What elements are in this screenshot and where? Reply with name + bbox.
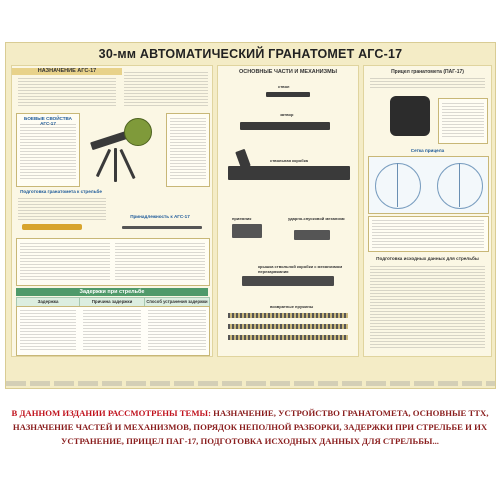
receiver-label: ствольная коробка <box>270 158 308 163</box>
fault-text <box>20 310 76 352</box>
springs-label: возвратные пружины <box>270 304 314 309</box>
prep-text <box>18 198 106 222</box>
sight-text <box>370 78 485 88</box>
load-procedure-box <box>16 238 210 286</box>
cause-text <box>83 310 141 352</box>
fault-col-3: Способ устранения задержки <box>146 299 208 304</box>
ammo-belt <box>228 313 348 318</box>
launcher-illustration <box>82 118 162 184</box>
spec-text <box>170 118 206 180</box>
tripod-leg <box>95 148 112 178</box>
sight-specs-text <box>442 103 484 139</box>
barrel-label: ствол <box>278 84 290 89</box>
right-column: Прицел гранатомета (ПАГ-17) Сетка прицел… <box>363 65 492 357</box>
purpose-text <box>18 78 116 108</box>
tripod-leg <box>119 148 136 180</box>
sight-specs-box <box>438 98 488 144</box>
faults-table <box>16 306 210 356</box>
fault-col-2: Причина задержки <box>91 299 133 304</box>
feeder-part <box>232 224 262 238</box>
prep-data-text <box>370 266 485 350</box>
poster-title: 30-мм АВТОМАТИЧЕСКИЙ ГРАНАТОМЕТ АГС-17 <box>98 47 403 61</box>
reticle-right <box>437 163 483 209</box>
cover-label: крышка ствольной коробки с механизмом пе… <box>258 264 343 274</box>
accessory-rod <box>122 226 202 229</box>
prep-heading: Подготовка гранатомета к стрельбе <box>20 189 102 194</box>
ammo-drum <box>124 118 152 146</box>
remedy-text <box>148 310 206 352</box>
load-text-right <box>115 243 205 281</box>
reticle-crosshair <box>397 163 398 207</box>
purpose-header-bar <box>12 68 122 75</box>
purpose-text-right <box>124 72 208 108</box>
reticle-crosshair <box>459 163 460 207</box>
prep-data-heading: Подготовка исходных данных для стрельбы <box>376 256 479 261</box>
grenade-round-image <box>22 224 82 230</box>
trigger-mechanism-part <box>294 230 330 240</box>
caption-text: НАЗНАЧЕНИЕ, УСТРОЙСТВО ГРАНАТОМЕТА, ОСНО… <box>12 408 489 446</box>
load-text-left <box>20 243 110 281</box>
purpose-heading: НАЗНАЧЕНИЕ АГС-17 <box>37 68 97 74</box>
poster-footer <box>6 381 495 386</box>
fault-col-1: Задержка <box>37 299 59 304</box>
middle-column: ОСНОВНЫЕ ЧАСТИ И МЕХАНИЗМЫ ствол затвор … <box>217 65 359 357</box>
sight-heading: Прицел гранатомета (ПАГ-17) <box>391 69 464 75</box>
receiver-cover-part <box>242 276 334 286</box>
ammo-belt <box>228 324 348 329</box>
caption: В ДАННОМ ИЗДАНИИ РАССМОТРЕНЫ ТЕМЫ: НАЗНА… <box>10 406 490 448</box>
reticle-box <box>368 156 489 214</box>
poster: 30-мм АВТОМАТИЧЕСКИЙ ГРАНАТОМЕТ АГС-17 Н… <box>5 42 496 389</box>
combat-heading: БОЕВЫЕ СВОЙСТВА АГС-17 <box>24 116 72 126</box>
caption-lead: В ДАННОМ ИЗДАНИИ РАССМОТРЕНЫ ТЕМЫ: <box>11 408 211 418</box>
left-column: НАЗНАЧЕНИЕ АГС-17 БОЕВЫЕ СВОЙСТВА АГС-17… <box>11 65 213 357</box>
tables-text <box>372 220 484 248</box>
faults-heading: Задержки при стрельбе <box>16 288 208 296</box>
reticle-heading: Сетка прицела <box>410 148 445 153</box>
sight-device-image <box>390 96 430 136</box>
spec-box <box>166 113 210 187</box>
combat-text <box>20 124 76 180</box>
barrel-part <box>266 92 310 97</box>
combat-properties-box: БОЕВЫЕ СВОЙСТВА АГС-17 <box>16 113 80 187</box>
bolt-label: затвор <box>280 112 294 117</box>
ammo-belt <box>228 335 348 340</box>
parts-heading: ОСНОВНЫЕ ЧАСТИ И МЕХАНИЗМЫ <box>238 69 338 75</box>
tables-box <box>368 216 489 252</box>
receiver-part <box>228 166 350 180</box>
trigger-label: ударно-спусковой механизм <box>288 216 345 221</box>
tripod-leg <box>114 148 117 182</box>
feeder-label: приемник <box>232 216 252 221</box>
reticle-left <box>375 163 421 209</box>
bolt-part <box>240 122 330 130</box>
accessories-heading: Принадлежность к АГС-17 <box>130 214 190 219</box>
